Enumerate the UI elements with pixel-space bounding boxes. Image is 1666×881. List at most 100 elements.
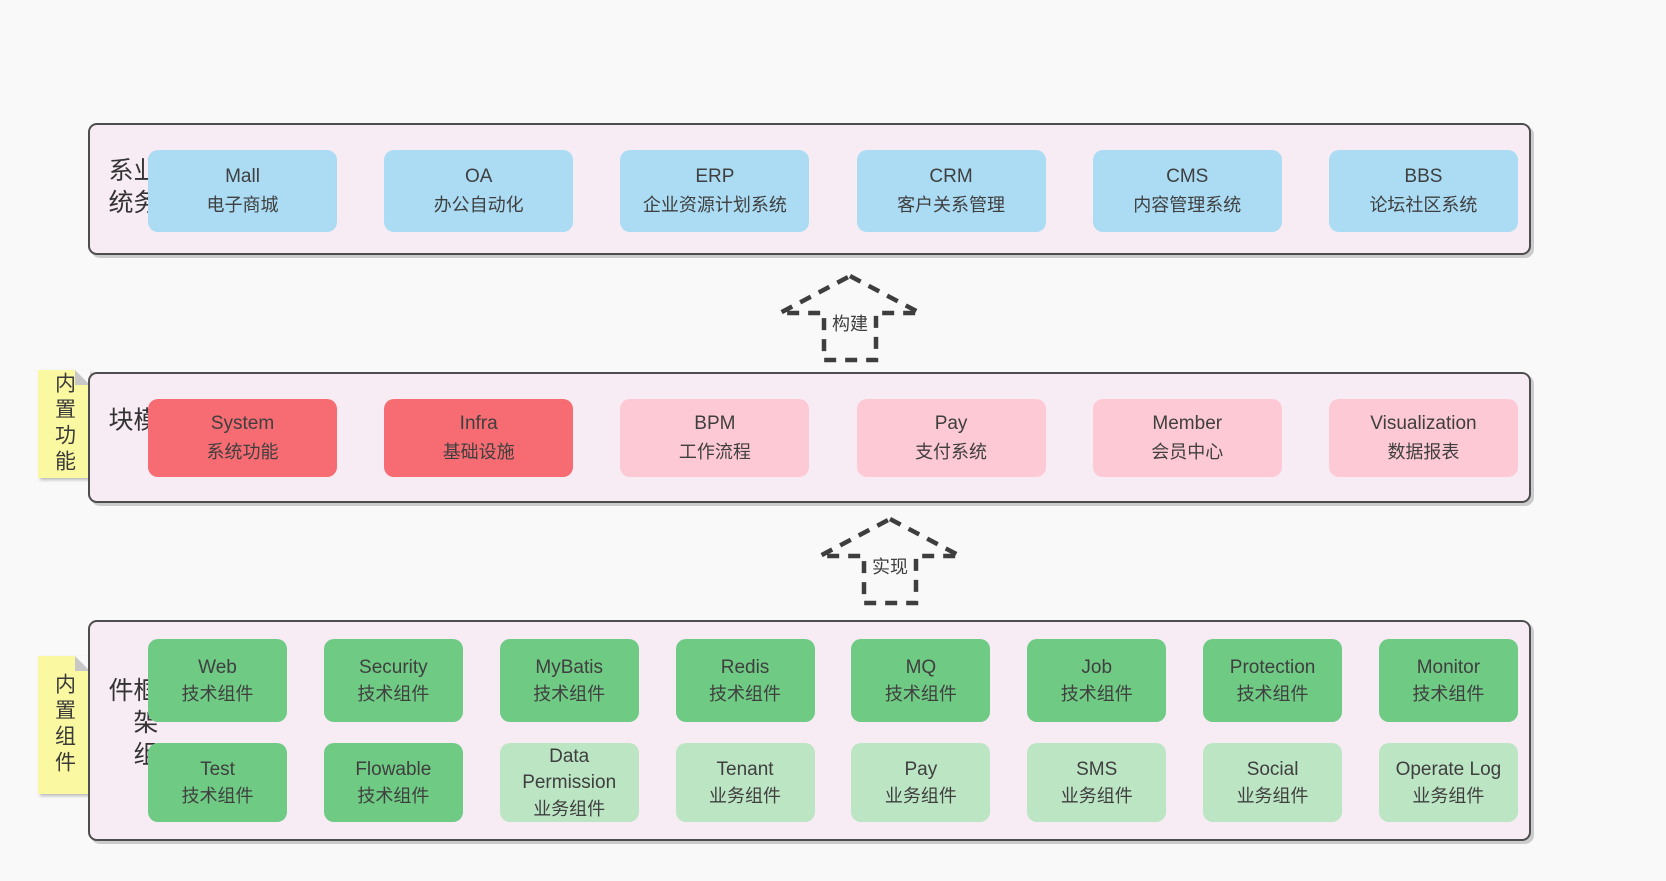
box-title: Operate Log [1395, 758, 1502, 780]
box-title: Social [1246, 758, 1299, 780]
box-title: Web [198, 656, 237, 678]
box-title: SMS [1076, 758, 1118, 780]
box-title: System [210, 413, 275, 434]
box-subtitle: 业务组件 [709, 785, 782, 806]
box-subtitle: 论坛社区系统 [1369, 195, 1478, 215]
box-data-permission: Data Permission 业务组件 [499, 743, 639, 822]
box-title: Member [1152, 413, 1223, 434]
box-bbs: BBS 论坛社区系统 [1328, 150, 1518, 232]
box-oa: OA 办公自动化 [384, 150, 574, 232]
box-cms: CMS 内容管理系统 [1092, 150, 1282, 232]
box-web: Web 技术组件 [148, 639, 287, 722]
box-flowable: Flowable 技术组件 [323, 743, 463, 822]
box-infra: Infra 基础设施 [384, 399, 574, 477]
box-title: OA [464, 166, 493, 187]
box-title: Monitor [1416, 656, 1481, 678]
box-crm: CRM 客户关系管理 [856, 150, 1046, 232]
box-title: CRM [929, 166, 973, 187]
box-subtitle: 技术组件 [181, 683, 254, 704]
box-title: ERP [695, 166, 735, 187]
box-title: Job [1081, 656, 1113, 678]
box-subtitle: 技术组件 [1060, 683, 1133, 704]
box-protection: Protection 技术组件 [1203, 639, 1343, 722]
box-mq: MQ 技术组件 [851, 639, 991, 722]
box-subtitle: 技术组件 [357, 785, 430, 806]
box-subtitle: 技术组件 [181, 785, 254, 806]
band-framework-components: 框架组件 Web 技术组件 Security 技术组件 MyBatis 技术组件… [88, 620, 1531, 841]
box-subtitle: 企业资源计划系统 [642, 195, 787, 215]
box-subtitle: 客户关系管理 [897, 195, 1006, 215]
band-business-systems: 业务系统 Mall 电子商城 OA 办公自动化 ERP 企业资源计划系统 CRM… [88, 123, 1531, 255]
box-test: Test 技术组件 [148, 743, 287, 822]
arrow-implement: 实现 [815, 515, 965, 607]
box-subtitle: 技术组件 [709, 683, 782, 704]
sticky-fold-icon [75, 370, 90, 385]
up-arrow-icon [778, 273, 922, 363]
box-bpm: BPM 工作流程 [620, 399, 810, 477]
box-sms: SMS 业务组件 [1027, 743, 1167, 822]
box-subtitle: 内容管理系统 [1133, 195, 1242, 215]
box-row: Web 技术组件 Security 技术组件 MyBatis 技术组件 Redi… [148, 639, 1518, 722]
box-social: Social 业务组件 [1203, 743, 1343, 822]
box-subtitle: 业务组件 [1412, 785, 1485, 806]
box-security: Security 技术组件 [323, 639, 463, 722]
sticky-fold-icon [75, 656, 90, 671]
box-title: MQ [905, 656, 937, 678]
box-subtitle: 技术组件 [884, 683, 957, 704]
box-mybatis: MyBatis 技术组件 [499, 639, 639, 722]
box-subtitle: 会员中心 [1151, 442, 1224, 462]
box-visualization: Visualization 数据报表 [1328, 399, 1518, 477]
box-title: BBS [1404, 166, 1443, 187]
box-title: Visualization [1370, 413, 1477, 434]
box-title: Pay [934, 413, 968, 434]
box-title: MyBatis [535, 656, 603, 678]
box-title: Data Permission [522, 745, 617, 793]
box-subtitle: 支付系统 [915, 442, 988, 462]
box-subtitle: 技术组件 [357, 683, 430, 704]
box-erp: ERP 企业资源计划系统 [620, 150, 810, 232]
box-title: BPM [694, 413, 736, 434]
band-common-modules: 通用模块 System 系统功能 Infra 基础设施 BPM 工作流程 Pay… [88, 372, 1531, 503]
box-title: CMS [1166, 166, 1209, 187]
box-title: Pay [904, 758, 938, 780]
sticky-label: 内置功能 [52, 372, 76, 476]
sticky-label: 内置组件 [52, 673, 76, 777]
box-title: Flowable [355, 758, 432, 780]
box-title: Test [200, 758, 235, 780]
box-subtitle: 工作流程 [678, 442, 751, 462]
box-row: Test 技术组件 Flowable 技术组件 Data Permission … [148, 743, 1518, 822]
box-pay-business: Pay 业务组件 [851, 743, 991, 822]
box-subtitle: 业务组件 [533, 798, 606, 819]
box-subtitle: 办公自动化 [433, 195, 524, 215]
box-monitor: Monitor 技术组件 [1378, 639, 1518, 722]
box-redis: Redis 技术组件 [675, 639, 815, 722]
box-subtitle: 电子商城 [206, 195, 279, 215]
box-tenant: Tenant 业务组件 [675, 743, 815, 822]
box-title: Infra [459, 413, 498, 434]
arrow-build: 构建 [775, 272, 925, 364]
box-subtitle: 基础设施 [442, 442, 515, 462]
box-pay: Pay 支付系统 [856, 399, 1046, 477]
box-member: Member 会员中心 [1092, 399, 1282, 477]
box-subtitle: 技术组件 [1236, 683, 1309, 704]
box-row: System 系统功能 Infra 基础设施 BPM 工作流程 Pay 支付系统… [148, 399, 1518, 477]
box-title: Tenant [716, 758, 774, 780]
box-subtitle: 系统功能 [206, 442, 279, 462]
box-subtitle: 业务组件 [884, 785, 957, 806]
box-subtitle: 业务组件 [1236, 785, 1309, 806]
box-title: Protection [1229, 656, 1316, 678]
box-mall: Mall 电子商城 [148, 150, 337, 232]
sticky-note-builtin-features: 内置功能 [38, 370, 90, 478]
box-subtitle: 业务组件 [1060, 785, 1133, 806]
arrow-label: 实现 [869, 553, 911, 579]
box-job: Job 技术组件 [1027, 639, 1167, 722]
sticky-note-builtin-components: 内置组件 [38, 656, 90, 794]
box-subtitle: 技术组件 [533, 683, 606, 704]
box-title: Security [359, 656, 428, 678]
box-row: Mall 电子商城 OA 办公自动化 ERP 企业资源计划系统 CRM 客户关系… [148, 150, 1518, 232]
box-system: System 系统功能 [148, 399, 337, 477]
box-subtitle: 数据报表 [1387, 442, 1460, 462]
box-title: Redis [720, 656, 770, 678]
arrow-label: 构建 [829, 310, 871, 336]
box-title: Mall [225, 166, 260, 187]
